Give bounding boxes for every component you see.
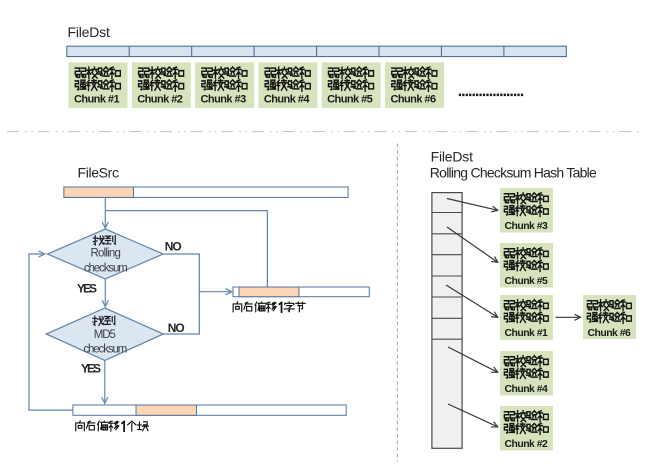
svg-text:Chunk #4: Chunk #4 [264,94,311,106]
svg-text:YES: YES [81,361,101,375]
svg-text:FileDst: FileDst [68,24,110,40]
svg-text:FileDst: FileDst [431,149,473,165]
svg-text:checksum: checksum [84,263,127,275]
svg-text:Chunk #2: Chunk #2 [505,439,548,450]
svg-text:MD5: MD5 [94,329,116,341]
svg-text:Chunk #2: Chunk #2 [137,94,183,106]
svg-text:Chunk #6: Chunk #6 [588,328,631,339]
svg-text:Chunk #4: Chunk #4 [505,384,548,395]
svg-text:Chunk #6: Chunk #6 [390,94,436,106]
svg-text:NO: NO [165,239,182,253]
svg-text:Chunk #5: Chunk #5 [327,94,373,106]
svg-text:YES: YES [77,281,97,295]
svg-text:checksum: checksum [83,343,126,355]
svg-text:Rolling: Rolling [91,247,121,259]
svg-text:Chunk #1: Chunk #1 [505,328,548,339]
svg-text:Chunk #1: Chunk #1 [74,94,120,106]
svg-text:Chunk #3: Chunk #3 [505,221,548,232]
svg-text:Chunk #5: Chunk #5 [505,276,548,287]
svg-text:FileSrc: FileSrc [78,165,119,181]
svg-text:Rolling Checksum Hash Table: Rolling Checksum Hash Table [430,165,597,181]
svg-text:Chunk #3: Chunk #3 [201,94,247,106]
svg-text:NO: NO [168,321,185,335]
